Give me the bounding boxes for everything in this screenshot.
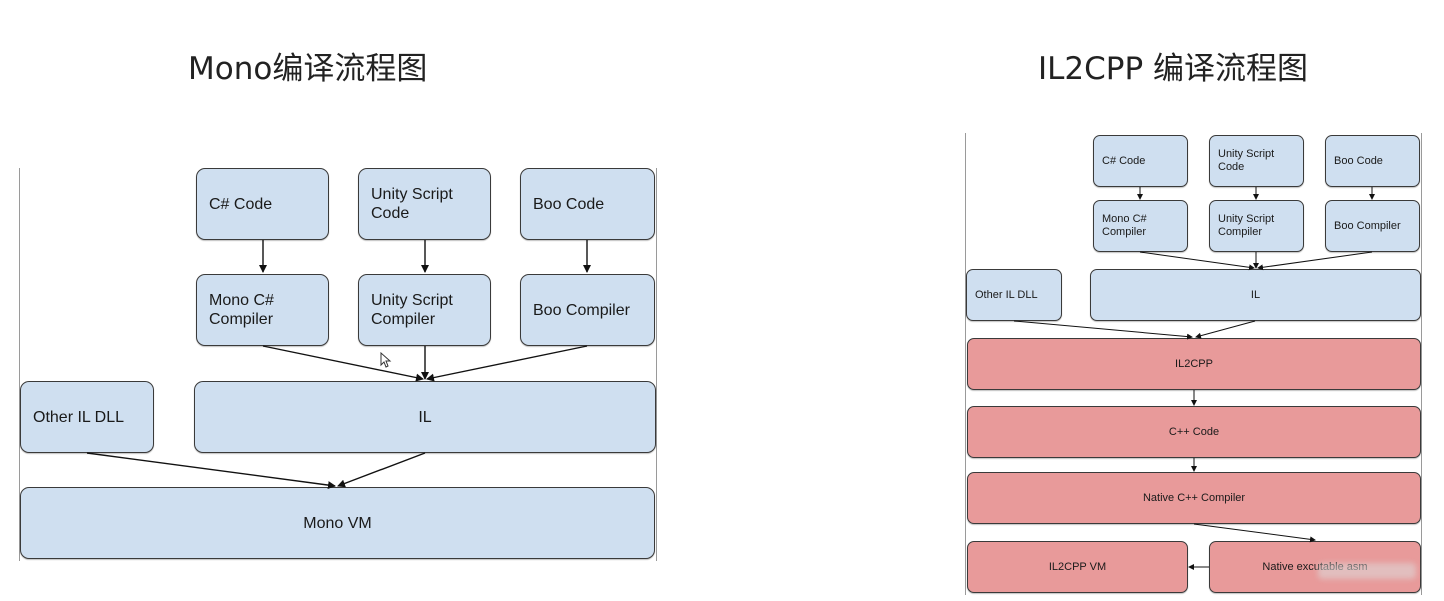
mono-cs-code-label: C# Code [209,195,273,213]
mono-il-label: IL [418,408,432,426]
mono-unity-script-compiler-box: Unity Script Compiler [358,274,491,346]
il2cpp-vm-box: IL2CPP VM [967,541,1188,593]
arrow-mono-il-to-vm [337,452,426,488]
il2cpp-vm-label: IL2CPP VM [1048,560,1107,573]
il2cpp-il-label: IL [1250,288,1261,301]
il2cpp-il2cpp-label: IL2CPP [1175,357,1213,370]
mono-vm-label: Mono VM [303,514,372,532]
mono-cs-code-box: C# Code [196,168,329,240]
mouse-cursor-icon [380,352,392,368]
il2cpp-unity-script-compiler-label: Unity Script Compiler [1218,213,1275,238]
il2cpp-unity-script-compiler-box: Unity Script Compiler [1209,200,1304,252]
mono-cs-compiler-label: Mono C# Compiler [209,292,274,328]
arrow-il2cpp-boo-compiler-to-il [1257,251,1373,271]
il2cpp-cpp-code-box: C++ Code [967,406,1421,458]
mono-diagram-title: Mono编译流程图 [188,51,428,87]
il2cpp-cpp-code-label: C++ Code [1168,425,1220,438]
il2cpp-native-cpp-compiler-box: Native C++ Compiler [967,472,1421,524]
mono-boo-code-label: Boo Code [533,195,605,213]
left-diagram-frame-left [19,168,20,561]
mono-other-il-dll-label: Other IL DLL [33,408,125,426]
il2cpp-unity-script-code-label: Unity Script Code [1218,148,1275,173]
right-diagram-frame-left [965,133,966,595]
mono-unity-script-code-box: Unity Script Code [358,168,491,240]
il2cpp-diagram-title: IL2CPP 编译流程图 [1038,51,1309,87]
watermark-blur [1318,563,1416,579]
mono-boo-code-box: Boo Code [520,168,655,240]
left-diagram-frame-right [656,168,657,561]
mono-unity-script-code-label: Unity Script Code [371,186,453,222]
mono-vm-box: Mono VM [20,487,655,559]
right-diagram-frame-right [1421,133,1422,595]
il2cpp-native-cpp-compiler-label: Native C++ Compiler [1142,491,1246,504]
il2cpp-boo-code-box: Boo Code [1325,135,1420,187]
il2cpp-il2cpp-box: IL2CPP [967,338,1421,390]
il2cpp-il-box: IL [1090,269,1421,321]
mono-boo-compiler-box: Boo Compiler [520,274,655,346]
arrow-il2cpp-il-to-il2cpp [1195,320,1256,339]
il2cpp-cs-code-box: C# Code [1093,135,1188,187]
il2cpp-boo-code-label: Boo Code [1334,154,1383,167]
il2cpp-boo-compiler-box: Boo Compiler [1325,200,1420,252]
il2cpp-other-il-dll-box: Other IL DLL [966,269,1062,321]
il2cpp-boo-compiler-label: Boo Compiler [1334,219,1401,232]
arrow-mono-other-dll-to-vm [86,452,336,490]
il2cpp-unity-script-code-box: Unity Script Code [1209,135,1304,187]
mono-boo-compiler-label: Boo Compiler [533,301,630,319]
arrow-mono-boo-compiler-to-il [426,345,588,382]
mono-other-il-dll-box: Other IL DLL [20,381,154,453]
arrow-il2cpp-cs-compiler-to-il [1139,251,1255,271]
mono-il-box: IL [194,381,656,453]
il2cpp-mono-cs-compiler-box: Mono C# Compiler [1093,200,1188,252]
arrow-native-compiler-to-executable [1193,523,1316,543]
il2cpp-cs-code-label: C# Code [1102,154,1146,167]
arrow-mono-cs-compiler-to-il [262,345,424,382]
arrow-il2cpp-other-dll-to-il2cpp [1013,320,1193,340]
mono-unity-script-compiler-label: Unity Script Compiler [371,292,453,328]
mono-cs-compiler-box: Mono C# Compiler [196,274,329,346]
il2cpp-other-il-dll-label: Other IL DLL [975,288,1038,301]
il2cpp-mono-cs-compiler-label: Mono C# Compiler [1102,213,1147,238]
